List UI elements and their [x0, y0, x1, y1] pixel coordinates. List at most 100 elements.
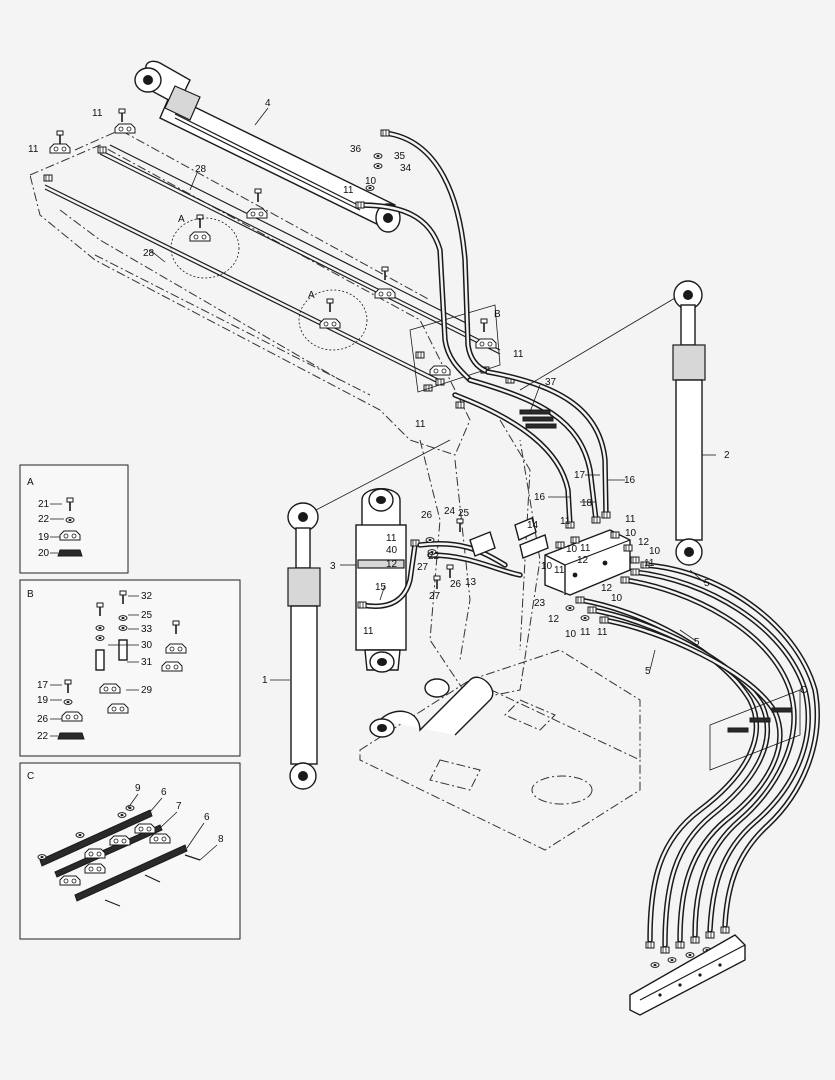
boom-outline: [29, 129, 471, 456]
inset-b: B 32 25 33 30 31 29 17 19 26 22: [19, 579, 241, 757]
label-view-b: B: [494, 309, 501, 320]
main-hoses-16-17-18: [452, 369, 611, 529]
label-27-top: 27: [417, 562, 429, 573]
inset-b-part-22: 22: [37, 731, 49, 742]
label-40: 40: [386, 545, 398, 556]
label-11-cyl3: 11: [363, 626, 374, 637]
inset-b-part-31: 31: [141, 657, 153, 668]
label-3: 3: [330, 561, 336, 572]
label-35: 35: [394, 151, 406, 162]
label-10-v4: 10: [541, 561, 553, 572]
base-frame-outline: [359, 649, 641, 851]
inset-a-part-21: 21: [38, 499, 50, 510]
inset-c-part-7: 7: [176, 801, 182, 812]
inset-a-part-19: 19: [38, 532, 50, 543]
label-12-v3: 12: [601, 583, 613, 594]
inset-a-title: A: [27, 477, 34, 488]
label-10-v1: 10: [566, 544, 578, 555]
label-12-v2: 12: [638, 537, 650, 548]
inset-b-part-19: 19: [37, 695, 49, 706]
inset-b-part-17: 17: [37, 680, 49, 691]
inset-b-part-32: 32: [141, 591, 153, 602]
label-view-a-1: A: [178, 214, 185, 225]
label-15: 15: [375, 582, 387, 593]
inset-b-part-26: 26: [37, 714, 49, 725]
label-17: 17: [574, 470, 586, 481]
label-28-lower: 28: [143, 248, 155, 259]
part-labels: 4 28 28 11 11 A A B C 36 35 34 10 11 11 …: [28, 98, 807, 696]
inset-c-part-9: 9: [135, 783, 141, 794]
label-11-b: 11: [28, 144, 39, 155]
label-11-left: 11: [386, 533, 397, 544]
inset-c-part-8: 8: [218, 834, 224, 845]
inset-c-part-6: 6: [161, 787, 167, 798]
label-27-low: 27: [429, 591, 441, 602]
label-11-mid: 11: [415, 419, 426, 430]
label-10-v6: 10: [565, 629, 577, 640]
label-26-top: 26: [421, 510, 433, 521]
inset-b-title: B: [27, 589, 34, 600]
swing-hoses-15: [357, 539, 523, 609]
label-4: 4: [265, 98, 271, 109]
label-16-right: 16: [624, 475, 636, 486]
cylinder-hoses: [355, 129, 491, 383]
boom-cylinder-4: [134, 60, 401, 233]
inset-c: C 9 6 7 6 8: [19, 762, 241, 940]
detail-a-callouts: [170, 217, 368, 351]
label-12-left: 12: [386, 559, 398, 570]
label-24: 24: [444, 506, 456, 517]
label-10-v5: 10: [611, 593, 623, 604]
label-36: 36: [350, 144, 362, 155]
label-14: 14: [527, 520, 539, 531]
swing-post: [369, 676, 494, 738]
label-23: 23: [534, 598, 546, 609]
label-16: 16: [534, 492, 546, 503]
cylinder-3: [355, 488, 407, 673]
label-1: 1: [262, 675, 268, 686]
label-5-c: 5: [645, 666, 651, 677]
label-13: 13: [465, 577, 477, 588]
label-37: 37: [545, 377, 557, 388]
label-view-a-2: A: [308, 290, 315, 301]
track-frame-rail: [629, 934, 746, 1016]
label-22: 22: [428, 551, 440, 562]
label-11-v2: 11: [625, 514, 636, 525]
inset-b-part-30: 30: [141, 640, 153, 651]
inset-b-part-33: 33: [141, 624, 153, 635]
label-2: 2: [724, 450, 730, 461]
label-11-v6: 11: [580, 627, 591, 638]
control-valve: [544, 529, 640, 596]
travel-hoses-5: [577, 562, 820, 948]
label-10-top: 10: [365, 176, 377, 187]
label-11-v4: 11: [554, 565, 565, 576]
inset-b-part-29: 29: [141, 685, 153, 696]
label-11-top: 11: [343, 185, 354, 196]
label-11-v7: 11: [597, 627, 608, 638]
label-leaders: [149, 107, 716, 681]
inset-c-title: C: [27, 771, 34, 782]
label-5-a: 5: [704, 578, 710, 589]
label-11-a: 11: [92, 108, 103, 119]
label-11-v5: 11: [644, 558, 655, 569]
label-11-v1: 11: [560, 516, 571, 527]
label-28-upper: 28: [195, 164, 207, 175]
label-11-b-area: 11: [513, 349, 524, 360]
label-10-v2: 10: [625, 528, 637, 539]
label-12-v4: 12: [548, 614, 560, 625]
inset-a: A 21 22 19 20: [19, 464, 129, 574]
mounting-brackets-14: [425, 517, 549, 590]
label-10-v3: 10: [649, 546, 661, 557]
hose-clamp-37: [519, 409, 557, 429]
label-25: 25: [458, 508, 470, 519]
label-26-mid: 26: [450, 579, 462, 590]
boom-pipe-28: [44, 144, 501, 385]
cylinder-2: [519, 280, 706, 566]
detail-c-callout: [709, 689, 801, 771]
label-12-v1: 12: [577, 555, 589, 566]
inset-c-part-6b: 6: [204, 812, 210, 823]
inset-b-part-25: 25: [141, 610, 153, 621]
label-5-b: 5: [694, 637, 700, 648]
label-18: 18: [581, 498, 593, 509]
inset-a-part-20: 20: [38, 548, 50, 559]
